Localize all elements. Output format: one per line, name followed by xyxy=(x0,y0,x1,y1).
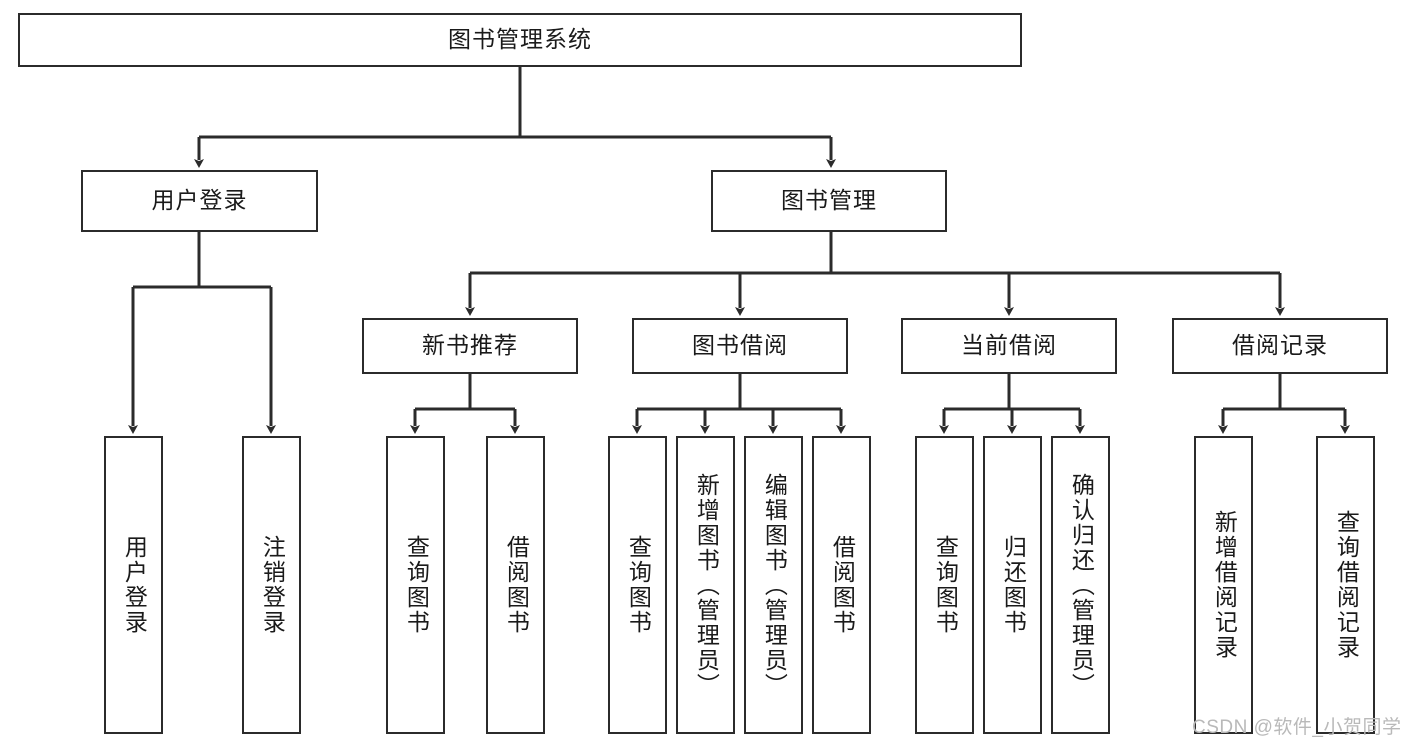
node-label: 借阅图书 xyxy=(503,535,530,635)
node-label: 图书借阅 xyxy=(692,332,788,359)
node-book-borrow[interactable]: 图书借阅 xyxy=(632,318,848,374)
node-label: 查询图书 xyxy=(625,535,652,635)
node-current-borrow[interactable]: 当前借阅 xyxy=(901,318,1117,374)
node-leaf-query-book-1[interactable]: 查询图书 xyxy=(386,436,445,734)
node-label: 编辑图书（管理员） xyxy=(761,472,788,698)
node-leaf-user-login[interactable]: 用户登录 xyxy=(104,436,163,734)
node-leaf-add-book[interactable]: 新增图书（管理员） xyxy=(676,436,735,734)
node-label: 查询图书 xyxy=(403,535,430,635)
node-label: 注销登录 xyxy=(259,535,286,635)
node-leaf-add-record[interactable]: 新增借阅记录 xyxy=(1194,436,1253,734)
node-leaf-return-book[interactable]: 归还图书 xyxy=(983,436,1042,734)
node-label: 图书管理系统 xyxy=(448,26,592,53)
node-label: 查询借阅记录 xyxy=(1333,510,1360,660)
node-label: 用户登录 xyxy=(121,535,148,635)
node-label: 新增借阅记录 xyxy=(1211,510,1238,660)
node-label: 当前借阅 xyxy=(961,332,1057,359)
node-label: 图书管理 xyxy=(781,187,877,214)
watermark: CSDN @软件_小贺同学 xyxy=(1192,717,1402,738)
node-label: 借阅记录 xyxy=(1232,332,1328,359)
node-leaf-borrow-book-1[interactable]: 借阅图书 xyxy=(486,436,545,734)
node-label: 确认归还（管理员） xyxy=(1068,472,1095,698)
node-leaf-query-record[interactable]: 查询借阅记录 xyxy=(1316,436,1375,734)
node-leaf-query-book-2[interactable]: 查询图书 xyxy=(608,436,667,734)
node-user-login[interactable]: 用户登录 xyxy=(81,170,318,232)
node-leaf-confirm-return[interactable]: 确认归还（管理员） xyxy=(1051,436,1110,734)
node-label: 新增图书（管理员） xyxy=(693,472,720,698)
node-book-manage[interactable]: 图书管理 xyxy=(711,170,947,232)
node-leaf-logout[interactable]: 注销登录 xyxy=(242,436,301,734)
node-label: 借阅图书 xyxy=(829,535,856,635)
node-leaf-query-book-3[interactable]: 查询图书 xyxy=(915,436,974,734)
node-label: 用户登录 xyxy=(151,187,248,214)
node-label: 归还图书 xyxy=(1000,535,1027,635)
node-leaf-edit-book[interactable]: 编辑图书（管理员） xyxy=(744,436,803,734)
node-borrow-record[interactable]: 借阅记录 xyxy=(1172,318,1388,374)
node-label: 查询图书 xyxy=(932,535,959,635)
node-new-book-recommend[interactable]: 新书推荐 xyxy=(362,318,578,374)
node-label: 新书推荐 xyxy=(422,332,518,359)
node-leaf-borrow-book-2[interactable]: 借阅图书 xyxy=(812,436,871,734)
node-root-system[interactable]: 图书管理系统 xyxy=(18,13,1022,67)
